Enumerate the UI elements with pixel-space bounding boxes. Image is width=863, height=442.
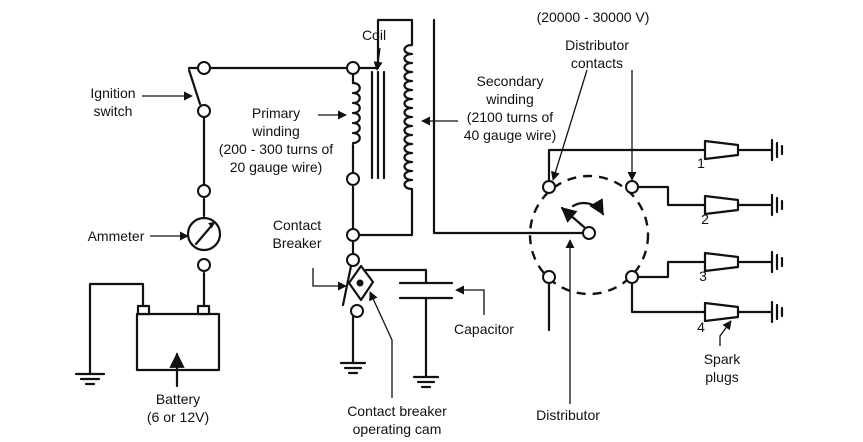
plug-number-3: 3 — [699, 268, 707, 284]
ammeter — [186, 184, 222, 272]
primary-winding-label: 20 gauge wire) — [230, 159, 323, 175]
distributor-contacts-label: contacts — [571, 55, 623, 71]
cam-label: Contact breaker — [347, 403, 447, 419]
cam-label: operating cam — [353, 421, 442, 437]
spark-plug-1 — [703, 138, 784, 162]
ignition-switch-label: Ignition — [90, 85, 135, 101]
secondary-winding-label: 40 gauge wire) — [464, 127, 557, 143]
ammeter-label: Ammeter — [88, 228, 145, 244]
battery — [135, 304, 221, 388]
wiring — [88, 18, 586, 378]
secondary-winding-label: Secondary — [477, 73, 544, 89]
spark-plugs-label: plugs — [705, 369, 738, 385]
primary-winding-label: winding — [251, 123, 299, 139]
spark-plugs — [703, 138, 784, 324]
battery-label: Battery — [156, 391, 200, 407]
battery-ground-icon — [74, 372, 106, 386]
plug-number-4: 4 — [697, 319, 705, 335]
ignition-coil — [346, 43, 414, 191]
capacitor-label: Capacitor — [454, 321, 514, 337]
capacitor — [398, 281, 454, 300]
voltage-label: (20000 - 30000 V) — [537, 9, 650, 25]
secondary-winding-label: winding — [485, 91, 533, 107]
distributor-label: Distributor — [536, 407, 600, 423]
plug-number-1: 1 — [697, 155, 705, 171]
ignition-switch-label: switch — [94, 103, 133, 119]
battery-label: (6 or 12V) — [147, 409, 209, 425]
contact-breaker-label: Contact — [273, 217, 321, 233]
distributor — [528, 148, 707, 332]
primary-winding-label: (200 - 300 turns of — [219, 141, 334, 157]
text-labels: (20000 - 30000 V) Coil Ignition switch P… — [88, 9, 742, 437]
spark-plug-4 — [703, 300, 784, 324]
breaker-ground-icon — [339, 361, 367, 375]
capacitor-ground-icon — [412, 375, 440, 389]
primary-winding-label: Primary — [252, 105, 300, 121]
ignition-switch — [187, 61, 211, 118]
spark-plugs-label: Spark — [704, 351, 742, 367]
coil-label: Coil — [362, 27, 386, 43]
plug-number-2: 2 — [701, 211, 709, 227]
spark-plug-3 — [703, 250, 784, 274]
contact-breaker-label: Breaker — [272, 235, 321, 251]
secondary-winding-label: (2100 turns of — [467, 109, 553, 125]
leader-arrows — [142, 47, 732, 404]
contact-breaker — [341, 228, 375, 318]
spark-plug-2 — [703, 193, 784, 217]
distributor-contacts-label: Distributor — [565, 37, 629, 53]
